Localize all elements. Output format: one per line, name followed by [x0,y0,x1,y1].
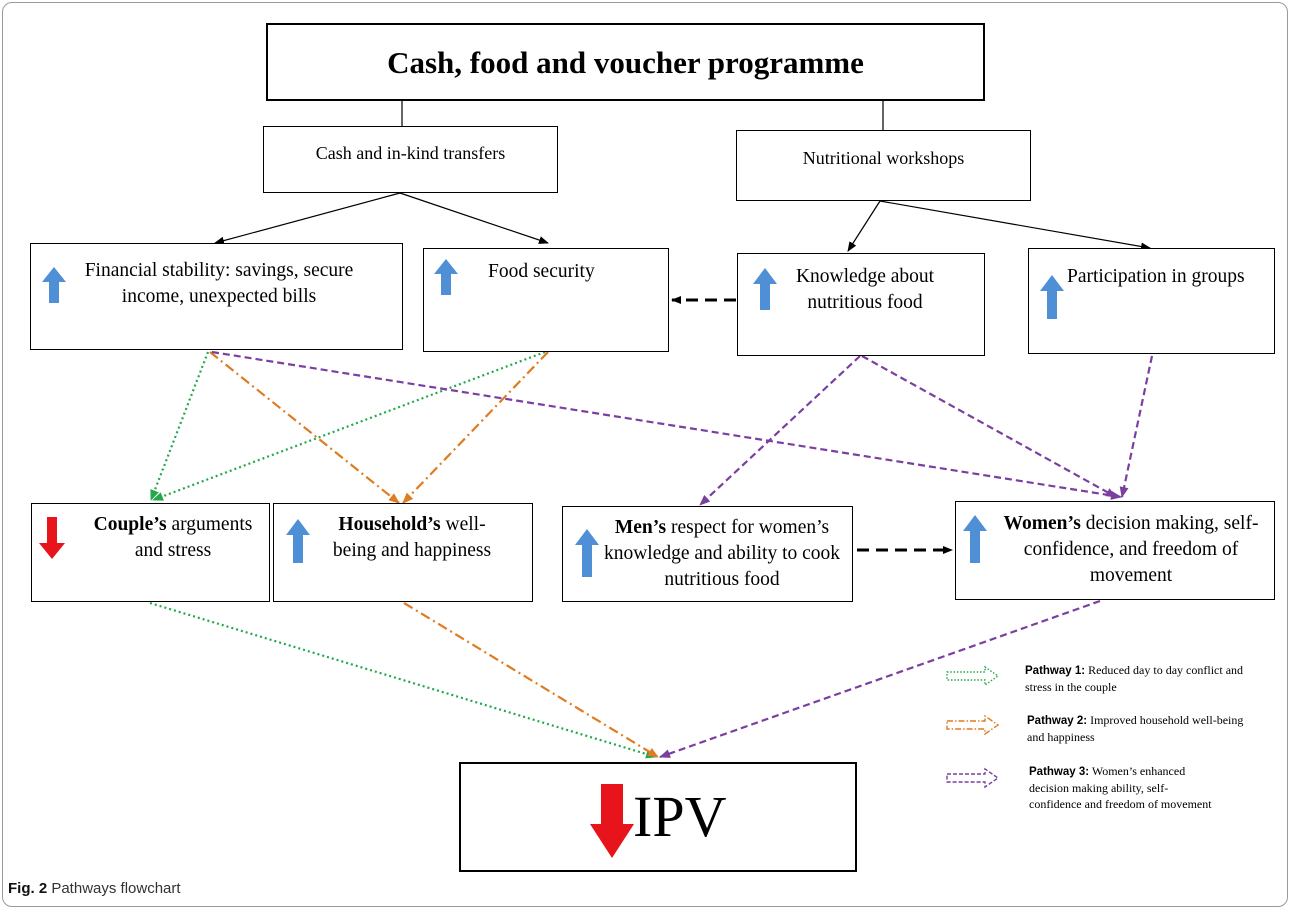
increase-arrow-icon [1040,275,1064,319]
legend-pathway3-title: Pathway 3: [1029,766,1090,778]
legend-arrow-pathway1 [946,665,1000,687]
node-women-label: Women’s decision making, self-confidence… [989,511,1273,589]
node-couples: Couple’s arguments and stress [31,503,270,602]
increase-arrow-icon [753,268,777,310]
pathway2-household-ipv [403,602,659,758]
legend-pathway1-title: Pathway 1: [1025,665,1086,677]
node-women: Women’s decision making, self-confidence… [955,501,1275,600]
increase-arrow-icon [963,515,987,563]
link-workshops-knowledge [847,200,881,252]
node-food-security-label: Food security [488,261,595,282]
decrease-arrow-icon [39,517,65,559]
node-participation: Participation in groups [1028,248,1275,354]
node-women-bold: Women’s [1003,513,1081,534]
figure-caption: Fig. 2 Pathways flowchart [8,880,181,897]
legend-arrow-pathway3 [946,767,1000,789]
pathway3-knowledge-men [699,355,861,506]
legend-arrow-pathway2 [946,714,1000,736]
node-household-rest: well-being and happiness [332,514,492,561]
link-cash-financial [214,192,401,245]
pathway2-financial-household [209,351,400,504]
node-financial-stability: Financial stability: savings, secure inc… [30,243,403,350]
node-workshops-label: Nutritional workshops [802,148,965,168]
node-couples-rest: arguments and stress [134,514,253,561]
pathway2-food-household [402,351,549,504]
pathway3-participation-women [1119,355,1154,498]
node-women-rest: decision making, self-confidence, and fr… [1023,513,1259,586]
node-men-label: Men’s respect for women’s knowledge and … [595,515,849,593]
legend-pathway1-text: Reduced day to day conflict and stress i… [1025,663,1244,694]
node-financial-stability-label: Financial stability: savings, secure inc… [84,260,354,307]
legend-pathway2-title: Pathway 2: [1027,715,1088,727]
node-men-rest: respect for women’s knowledge and abilit… [603,517,841,590]
pathway1-couples-ipv [149,601,657,759]
increase-arrow-icon [42,267,66,303]
node-household: Household’s well-being and happiness [273,503,533,602]
node-couples-bold: Couple’s [93,514,167,535]
node-workshops: Nutritional workshops [736,130,1031,201]
node-men: Men’s respect for women’s knowledge and … [562,506,853,602]
node-participation-label: Participation in groups [1067,266,1245,287]
node-cash-transfers: Cash and in-kind transfers [263,126,558,193]
decrease-arrow-icon [590,784,634,858]
figure-caption-text: Pathways flowchart [47,880,181,897]
node-knowledge-label: Knowledge about nutritious food [795,266,935,313]
link-cash-food [399,192,549,244]
node-ipv: IPV [459,762,857,872]
title-box: Cash, food and voucher programme [266,23,985,101]
title-text: Cash, food and voucher programme [387,45,864,80]
increase-arrow-icon [286,519,310,563]
legend-pathway1: Pathway 1: Reduced day to day conflict a… [1025,662,1265,695]
node-men-bold: Men’s [614,517,667,538]
node-cash-transfers-label: Cash and in-kind transfers [315,143,506,163]
node-ipv-label: IPV [633,784,727,849]
node-food-security: Food security [423,248,669,352]
legend-pathway3-text: Women’s enhanced decision making ability… [1029,764,1212,811]
legend-pathway2: Pathway 2: Improved household well-being… [1027,712,1247,745]
increase-arrow-icon [434,259,458,295]
pathway3-women-ipv [659,599,1101,759]
pathway3-financial-women [211,350,1122,500]
pathway1-financial-couples [149,351,210,501]
pathway3-knowledge-women [861,355,1117,498]
node-knowledge: Knowledge about nutritious food [737,253,985,356]
legend-pathway3: Pathway 3: Women’s enhanced decision mak… [1029,763,1219,812]
legend-pathway2-text: Improved household well-being and happin… [1027,713,1244,744]
link-workshops-participation [879,200,1151,251]
node-couples-label: Couple’s arguments and stress [78,512,268,564]
increase-arrow-icon [575,529,599,577]
figure-caption-label: Fig. 2 [8,880,48,897]
node-household-bold: Household’s [338,514,441,535]
node-household-label: Household’s well-being and happiness [322,512,502,564]
